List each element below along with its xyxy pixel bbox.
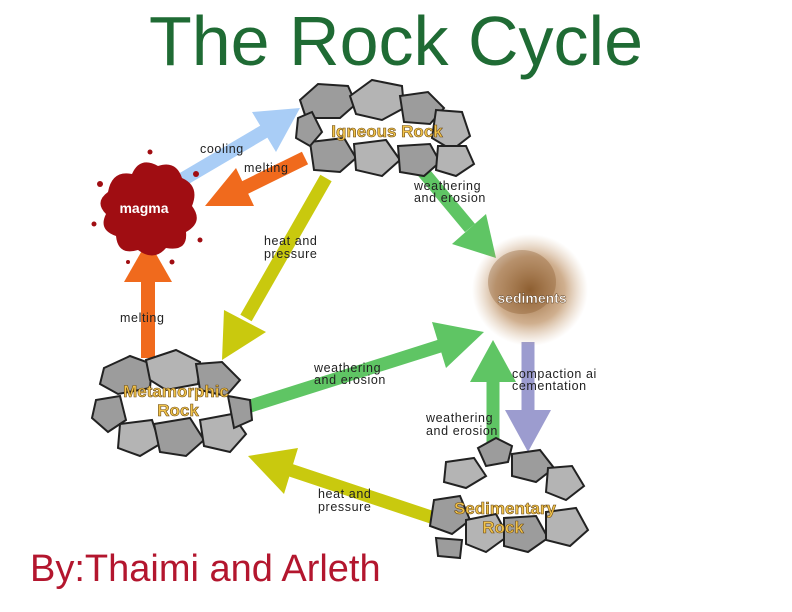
compaction-label-1: compaction ai — [512, 367, 597, 381]
heat-label-sed-2: pressure — [318, 500, 371, 514]
igneous-rock-icon — [294, 78, 476, 178]
heat-label-sed-1: heat and — [318, 487, 371, 501]
melting-arrow-metamorphic — [124, 240, 172, 358]
heat-pressure-arrow-sedimentary — [248, 448, 443, 527]
weathering-label-igneous-2: and erosion — [414, 191, 486, 205]
metamorphic-rock-label-line1: Metamorphic — [123, 382, 229, 401]
weathering-label-sed-1: weathering — [425, 411, 493, 425]
cooling-label: cooling — [200, 142, 244, 156]
weathering-arrow-metamorphic — [242, 322, 484, 415]
byline: By:Thaimi and Arleth — [30, 548, 381, 590]
sediments-icon — [472, 234, 588, 346]
melting-arrow-igneous — [205, 151, 309, 206]
weathering-label-igneous-1: weathering — [413, 179, 481, 193]
weathering-label-meta-1: weathering — [313, 361, 381, 375]
weathering-arrow-sedimentary — [470, 340, 516, 450]
weathering-label-sed-2: and erosion — [426, 424, 498, 438]
metamorphic-rock-label-line2: Rock — [157, 401, 199, 420]
melting-label-igneous: melting — [244, 161, 289, 175]
heat-label-igneous-1: heat and — [264, 234, 317, 248]
sedimentary-rock-icon — [428, 436, 590, 560]
heat-pressure-arrow-igneous — [222, 174, 332, 360]
cooling-arrow — [164, 108, 300, 195]
sediments-label: sediments — [497, 290, 566, 306]
sedimentary-rock-label-line2: Rock — [482, 518, 524, 537]
magma-label: magma — [119, 200, 168, 216]
weathering-arrow-igneous — [415, 163, 496, 258]
melting-label-metamorphic: melting — [120, 311, 165, 325]
magma-splat-icon — [91, 149, 203, 265]
compaction-arrow — [505, 342, 551, 452]
page-title: The Rock Cycle — [148, 2, 644, 80]
metamorphic-rock-icon — [90, 348, 254, 458]
igneous-rock-label: Igneous Rock — [331, 122, 443, 141]
weathering-label-meta-2: and erosion — [314, 373, 386, 387]
compaction-label-2: cementation — [512, 379, 587, 393]
sedimentary-rock-label-line1: Sedimentary — [454, 499, 557, 518]
heat-label-igneous-2: pressure — [264, 247, 317, 261]
